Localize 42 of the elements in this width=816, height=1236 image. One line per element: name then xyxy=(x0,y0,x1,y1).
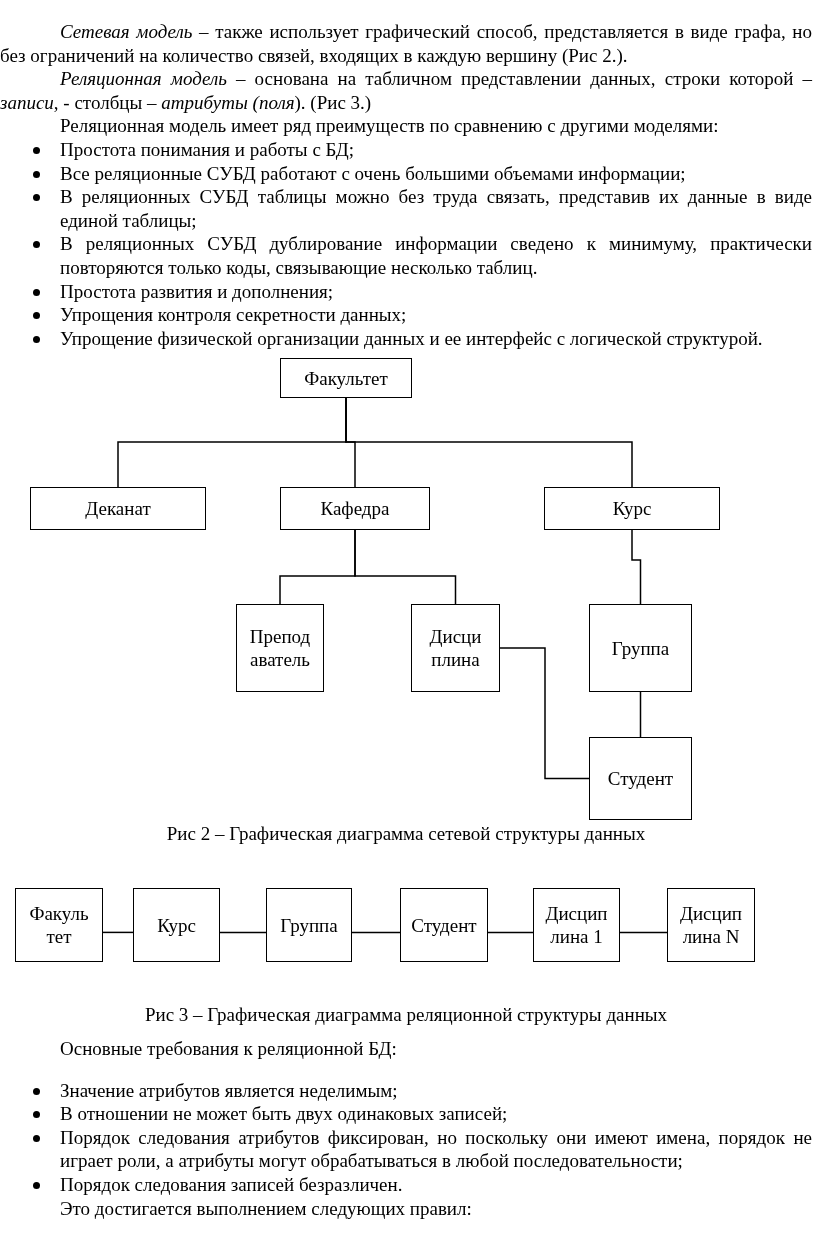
connector-line xyxy=(354,529,457,605)
list-item: В реляционных СУБД таблицы можно без труда связать, представив их данные в виде единой таблицы; xyxy=(0,185,812,233)
list-item: Порядок следования записей безразличен. xyxy=(0,1172,812,1197)
list-item: Значение атрибутов является неделимым; xyxy=(0,1078,812,1103)
entity-box: Группа xyxy=(589,604,692,692)
connector-line xyxy=(102,931,134,934)
list-item: Простота понимания и работы с БД; xyxy=(0,137,812,162)
entity-box: Дисци плина xyxy=(411,604,500,692)
entity-box: Дисцип лина 1 xyxy=(533,888,620,962)
paragraph: Основные требования к реляционной БД: xyxy=(59,1037,398,1061)
paragraph: Это достигается выполнением следующих правил: xyxy=(59,1196,473,1221)
connector-line xyxy=(219,931,267,934)
list-item: Упрощение физической организации данных и ее интерфейс с логической структурой. xyxy=(0,326,812,351)
entity-box: Курс xyxy=(133,888,220,962)
list-item: В реляционных СУБД дублирование информации сведено к минимуму, практически повторяются только коды, связывающие несколько таблиц. xyxy=(0,232,812,280)
entity-box: Препод аватель xyxy=(236,604,324,692)
connector-line xyxy=(619,931,668,934)
paragraph: Реляционная модель имеет ряд преимуществ по сравнению с другими моделями: xyxy=(59,114,720,138)
figure-caption: Рис 2 – Графическая диаграмма сетевой структуры данных xyxy=(165,822,647,846)
entity-box: Курс xyxy=(544,487,720,530)
list-item: Простота развития и дополнения; xyxy=(0,279,812,304)
paragraph: Реляционная модель – основана на табличном представлении данных, строки которой – записи, - столбцы – атрибуты (поля). (Рис 3.) xyxy=(0,67,812,115)
connector-line xyxy=(631,529,642,605)
entity-box: Факультет xyxy=(280,358,412,398)
connector-line xyxy=(345,397,633,488)
list-item: Упрощения контроля секретности данных; xyxy=(0,303,812,327)
connector-line xyxy=(639,691,642,738)
entity-box: Дисцип лина N xyxy=(667,888,755,962)
entity-box: Группа xyxy=(266,888,352,962)
figure-caption: Рис 3 – Графическая диаграмма реляционной структуры данных xyxy=(143,1003,669,1027)
list-item: Порядок следования атрибутов фиксирован, но поскольку они имеют имена, порядок не играет роли, а атрибуты могут обрабатываться в любой последовательности; xyxy=(0,1125,812,1173)
entity-box: Факуль тет xyxy=(15,888,103,962)
entity-box: Деканат xyxy=(30,487,206,530)
entity-box: Кафедра xyxy=(280,487,430,530)
entity-box: Студент xyxy=(400,888,488,962)
connector-line xyxy=(351,931,401,934)
list-item: Все реляционные СУБД работают с очень большими объемами информации; xyxy=(0,161,812,186)
connector-line xyxy=(487,931,534,934)
paragraph: Сетевая модель – также использует графический способ, представляется в виде графа, но без ограничений на количество связей, входящих в каждую вершину (Рис 2.). xyxy=(0,20,812,68)
entity-box: Студент xyxy=(589,737,692,820)
connector-line xyxy=(499,647,590,780)
list-item: В отношении не может быть двух одинаковых записей; xyxy=(0,1102,812,1126)
